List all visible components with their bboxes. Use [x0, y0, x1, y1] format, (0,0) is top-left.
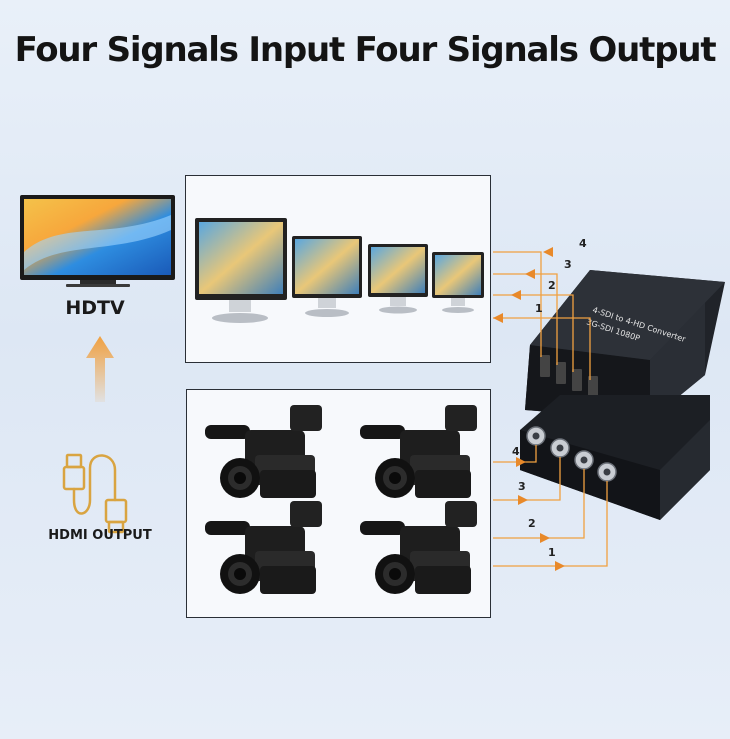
converter-label: 4-SDI to 4-HD Converter — [591, 305, 687, 344]
input-line-2-label: 2 — [528, 517, 536, 530]
page-title: Four Signals Input Four Signals Output — [14, 30, 717, 70]
output-line-2-label: 2 — [548, 279, 556, 292]
input-line-1-label: 1 — [548, 546, 556, 559]
monitors-panel — [185, 175, 491, 363]
input-line-4-label: 4 — [512, 445, 520, 458]
input-line-3-label: 3 — [518, 480, 526, 493]
hdtv-label: HDTV — [65, 297, 125, 319]
output-line-4-label: 4 — [579, 237, 587, 250]
output-line-1-label: 1 — [535, 302, 543, 315]
output-line-3-label: 3 — [564, 258, 572, 271]
hdmi-output-label: HDMI OUTPUT — [48, 528, 152, 543]
converter-sub-label: 3G-SDI 1080P — [585, 317, 641, 343]
cameras-panel — [186, 389, 491, 618]
